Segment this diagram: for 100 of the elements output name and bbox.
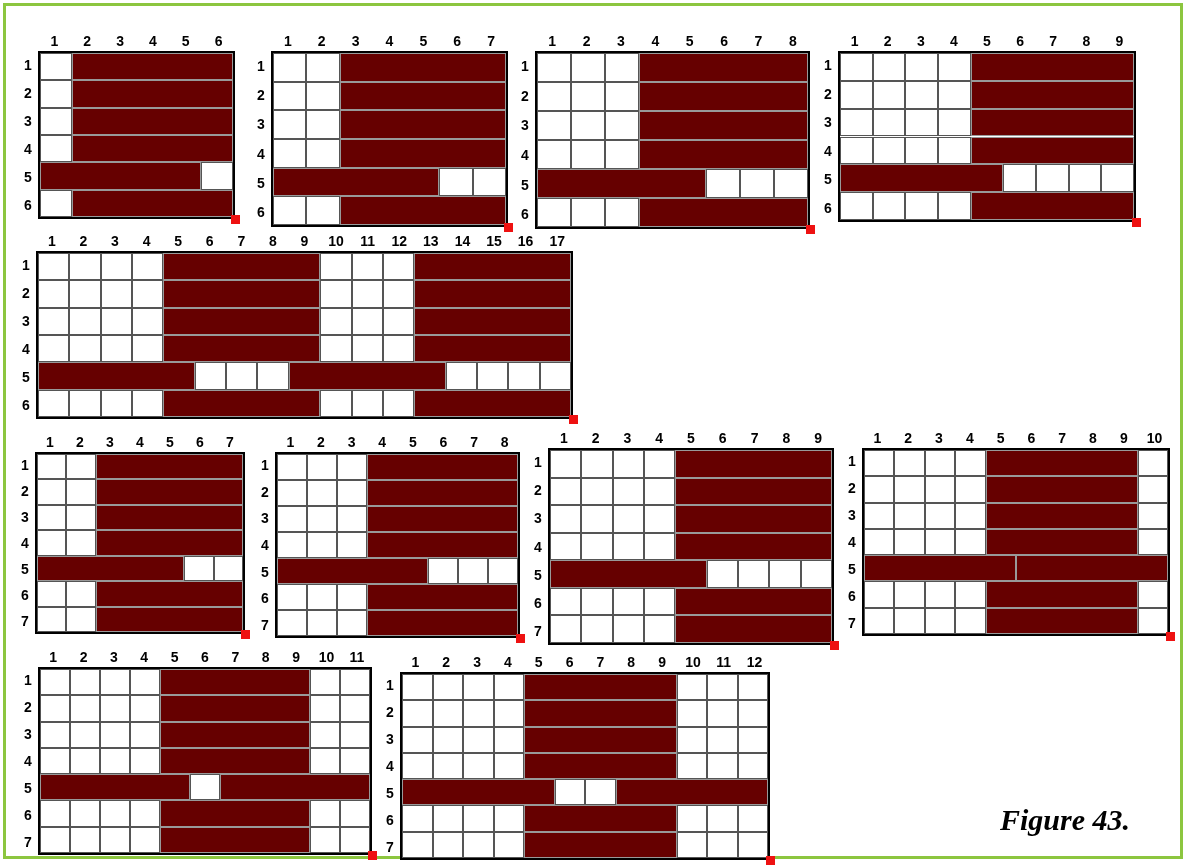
row-number: 5 [260,563,270,580]
row-number: 6 [23,197,33,213]
row-number: 4 [385,758,395,774]
column-number: 3 [109,649,119,665]
column-number: 10 [327,233,345,249]
row-number: 3 [847,507,857,524]
column-number: 5 [407,434,418,450]
column-number: 7 [595,654,606,670]
row-number: 7 [20,613,30,629]
column-number: 3 [115,33,125,49]
column-number: 2 [82,33,93,49]
column-number: 10 [317,649,336,665]
row-number: 6 [385,811,395,828]
column-number: 1 [559,430,569,446]
column-number: 2 [882,33,893,49]
column-number: 2 [316,33,327,49]
column-number: 7 [1057,430,1068,446]
column-number: 6 [564,654,575,670]
column-number: 4 [503,654,513,670]
row-number: 7 [385,838,395,855]
row-number: 1 [847,453,857,470]
row-number: 6 [20,587,30,603]
row-number: 2 [23,85,33,101]
column-number: 11 [715,654,733,670]
column-number: 8 [268,233,278,249]
column-number: 8 [260,649,271,665]
column-number: 1 [410,654,421,670]
column-number: 7 [469,434,479,450]
column-number: 2 [590,430,601,446]
row-number: 1 [533,454,543,471]
column-number: 5 [686,430,696,446]
row-number: 1 [21,257,31,273]
row-number: 2 [847,480,857,497]
column-number: 8 [1081,33,1092,49]
column-number: 1 [285,434,296,450]
column-number: 5 [169,649,180,665]
column-number: 9 [299,233,310,249]
column-number: 3 [105,434,115,450]
row-number: 4 [256,145,266,162]
column-number: 6 [717,430,728,446]
column-number: 3 [350,33,361,49]
column-number: 6 [195,434,205,450]
column-number: 5 [165,434,175,450]
column-number: 7 [486,33,496,49]
column-number: 9 [813,430,823,446]
row-number: 3 [20,509,30,525]
column-number: 2 [581,33,592,49]
row-number: 1 [20,457,30,473]
row-number: 1 [385,677,395,694]
column-number: 5 [982,33,992,49]
row-number: 2 [533,482,543,499]
column-number: 4 [964,430,975,446]
column-number: 12 [390,233,409,249]
column-number: 3 [622,430,633,446]
row-number: 4 [533,538,543,555]
column-number: 9 [1118,430,1129,446]
row-number: 5 [23,169,33,185]
column-number: 14 [453,233,472,249]
row-number: 6 [21,397,31,413]
row-number: 4 [823,142,833,159]
column-number: 8 [499,434,510,450]
column-number: 4 [384,33,395,49]
column-number: 3 [472,654,482,670]
row-number: 2 [520,87,530,104]
row-number: 3 [520,117,530,134]
column-number: 5 [173,233,184,249]
row-number: 4 [847,534,857,550]
row-number: 1 [823,57,833,74]
row-number: 6 [847,587,857,604]
column-number: 3 [616,33,626,49]
row-number: 7 [23,833,33,850]
row-number: 5 [385,784,395,801]
column-number: 6 [213,33,224,49]
column-number: 9 [1114,33,1125,49]
row-number: 2 [20,483,30,499]
column-number: 5 [995,430,1006,446]
column-number: 6 [719,33,729,49]
column-number: 4 [650,33,661,49]
row-number: 6 [533,594,543,611]
row-number: 1 [256,57,266,74]
row-number: 5 [847,560,857,577]
row-number: 3 [533,510,543,527]
column-number: 16 [516,233,535,249]
column-number: 4 [377,434,388,450]
column-number: 7 [749,430,760,446]
column-number: 1 [45,434,55,450]
column-number: 4 [139,649,150,665]
row-number: 3 [23,113,33,129]
row-number: 4 [23,753,33,769]
column-number: 17 [548,233,566,249]
column-number: 4 [654,430,665,446]
column-number: 7 [236,233,247,249]
row-number: 5 [520,176,530,193]
row-number: 1 [260,457,270,474]
column-number: 7 [753,33,764,49]
row-number: 5 [823,171,833,188]
column-number: 1 [849,33,860,49]
row-number: 5 [21,369,31,385]
column-number: 2 [78,649,89,665]
column-number: 8 [626,654,637,670]
